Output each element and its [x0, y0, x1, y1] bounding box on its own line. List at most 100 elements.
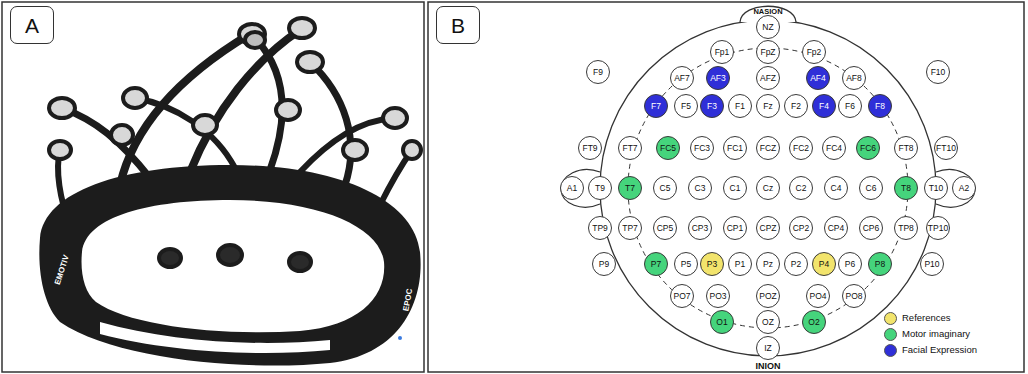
electrode-circle: POZ	[756, 284, 780, 308]
electrode-name: F5	[681, 102, 691, 111]
electrode-name: Cz	[763, 184, 773, 193]
electrode-circle: AF3	[706, 66, 730, 90]
electrode-name: T8	[901, 184, 911, 193]
electrode-circle: FC4	[822, 136, 846, 160]
electrode-circle: FC5	[656, 136, 680, 160]
electrode-circle: T9	[588, 176, 612, 200]
electrode-name: F1	[735, 102, 745, 111]
electrode-name: CP2	[793, 224, 810, 233]
electrode-circle: FpZ	[756, 40, 780, 64]
electrode-name: F8	[875, 102, 885, 111]
electrode-circle: F5	[674, 94, 698, 118]
electrode-circle: F8	[868, 94, 892, 118]
electrode-name: P8	[875, 260, 885, 269]
electrode-circle: CP3	[688, 216, 712, 240]
electrode-name: F7	[651, 102, 661, 111]
electrode-name: FT8	[898, 144, 913, 153]
electrode-circle: FT8	[894, 136, 918, 160]
landmark-label: INION	[755, 362, 780, 371]
electrode-name: TP7	[622, 224, 638, 233]
electrode-circle: CPZ	[756, 216, 780, 240]
electrode-name: CP5	[657, 224, 674, 233]
electrode-name: AFZ	[760, 74, 776, 83]
electrode-circle: TP9	[588, 216, 612, 240]
electrode-name: C1	[730, 184, 741, 193]
electrode-circle: FC3	[690, 136, 714, 160]
electrode-name: POZ	[759, 292, 776, 301]
electrode-name: Pz	[763, 260, 773, 269]
electrode-name: CP3	[692, 224, 709, 233]
panel-frame	[2, 2, 424, 372]
electrode-name: TP8	[898, 224, 914, 233]
electrode-name: PO7	[673, 292, 690, 301]
electrode-circle: TP8	[894, 216, 918, 240]
electrode-circle: F2	[784, 94, 808, 118]
electrode-name: F3	[707, 102, 717, 111]
electrode-name: FC3	[694, 144, 710, 153]
panel-label: A	[10, 6, 54, 44]
electrode-circle: OZ	[756, 310, 780, 334]
panel-letter: B	[451, 15, 465, 36]
electrode-circle: Pz	[756, 252, 780, 276]
landmark-label: NASION	[753, 8, 782, 16]
electrode-name: P9	[599, 260, 609, 269]
electrode-circle: C6	[859, 176, 883, 200]
electrode-circle: T10	[924, 176, 948, 200]
electrode-circle: P10	[920, 252, 944, 276]
electrode-name: F10	[931, 68, 946, 77]
electrode-circle: AFZ	[756, 66, 780, 90]
electrode-circle: PO4	[806, 284, 830, 308]
electrode-circle: A2	[952, 176, 976, 200]
electrode-name: P7	[651, 260, 661, 269]
legend-text: Motor imaginary	[902, 329, 970, 339]
electrode-name: AF8	[846, 74, 862, 83]
electrode-name: FC1	[727, 144, 743, 153]
legend-text: Facial Expression	[902, 345, 977, 355]
electrode-circle: P6	[838, 252, 862, 276]
electrode-name: AF7	[674, 74, 690, 83]
electrode-name: P2	[791, 260, 801, 269]
electrode-circle: P2	[784, 252, 808, 276]
electrode-name: O2	[808, 318, 819, 327]
electrode-name: CPZ	[760, 224, 777, 233]
electrode-circle: F1	[728, 94, 752, 118]
electrode-circle: CP6	[859, 216, 883, 240]
electrode-circle: F3	[700, 94, 724, 118]
electrode-name: NZ	[762, 23, 773, 32]
electrode-circle: FC6	[856, 136, 880, 160]
electrode-name: FC2	[793, 144, 809, 153]
electrode-circle: Cz	[756, 176, 780, 200]
electrode-circle: IZ	[756, 336, 780, 360]
electrode-name: FT9	[582, 144, 597, 153]
electrode-circle: C5	[653, 176, 677, 200]
electrode-circle: CP2	[789, 216, 813, 240]
electrode-circle: Fz	[756, 94, 780, 118]
electrode-circle: F9	[586, 60, 610, 84]
electrode-circle: AF7	[670, 66, 694, 90]
electrode-name: FCZ	[760, 144, 777, 153]
electrode-circle: P3	[700, 252, 724, 276]
electrode-circle: C2	[789, 176, 813, 200]
electrode-circle: F6	[838, 94, 862, 118]
electrode-name: P10	[924, 260, 939, 269]
electrode-circle: P4	[812, 252, 836, 276]
electrode-name: FC4	[826, 144, 842, 153]
electrode-name: P6	[845, 260, 855, 269]
head-map	[561, 6, 975, 356]
electrode-name: AF4	[810, 74, 826, 83]
electrode-name: C6	[866, 184, 877, 193]
electrode-circle: FC1	[723, 136, 747, 160]
electrode-circle: Fp1	[710, 40, 734, 64]
electrode-circle: Fp2	[802, 40, 826, 64]
electrode-name: CP4	[828, 224, 845, 233]
electrode-name: PO3	[709, 292, 726, 301]
electrode-name: C2	[796, 184, 807, 193]
electrode-name: P4	[819, 260, 829, 269]
electrode-name: O1	[716, 318, 727, 327]
electrode-name: T10	[929, 184, 944, 193]
electrode-name: AF3	[710, 74, 726, 83]
electrode-circle: CP1	[723, 216, 747, 240]
electrode-circle: CP4	[824, 216, 848, 240]
electrode-name: A2	[959, 184, 969, 193]
legend-text: References	[902, 313, 951, 323]
